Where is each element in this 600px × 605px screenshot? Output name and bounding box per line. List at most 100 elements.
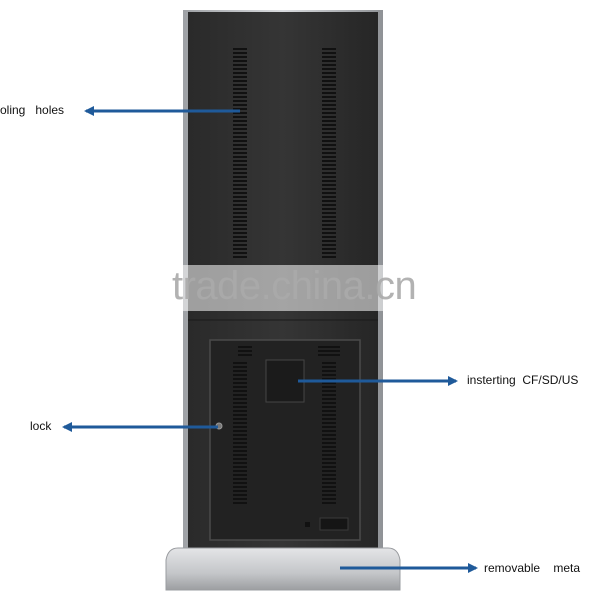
vent-slot [322,394,336,396]
vent-slot [233,486,247,488]
vent-slot [322,220,336,222]
vent-slot [322,56,336,58]
vent-slot [238,350,252,352]
vent-slot [233,474,247,476]
vent-slot [233,502,247,504]
cooling-vents-lower [233,346,340,504]
vent-slot [322,140,336,142]
vent-slot [322,196,336,198]
vent-slot [233,48,247,50]
vent-slot [233,390,247,392]
vent-slot [322,402,336,404]
vent-slot [322,438,336,440]
vent-slot [233,256,247,258]
vent-slot [233,414,247,416]
vent-slot [233,410,247,412]
vent-slot [322,482,336,484]
vent-slot [233,402,247,404]
vent-slot [233,386,247,388]
vent-slot [322,92,336,94]
vent-slot [233,132,247,134]
vent-slot [233,482,247,484]
vent-slot [233,184,247,186]
vent-slot [233,240,247,242]
vent-slot [233,120,247,122]
vent-slot [233,366,247,368]
vent-slot [322,458,336,460]
vent-slot [233,96,247,98]
access-door [209,339,361,541]
vent-slot [233,236,247,238]
vent-slot [233,204,247,206]
vent-slot [322,124,336,126]
vent-slot [322,382,336,384]
vent-slot [233,244,247,246]
vent-slot [322,386,336,388]
vent-slot [233,458,247,460]
vent-slot [233,374,247,376]
vent-slot [322,132,336,134]
vent-slot [233,382,247,384]
vent-slot [322,184,336,186]
vent-slot [322,252,336,254]
vent-slot [322,208,336,210]
vent-slot [233,164,247,166]
vent-slot [322,446,336,448]
vent-slot [322,502,336,504]
vent-slot [322,192,336,194]
vent-slot [233,60,247,62]
vent-slot [233,100,247,102]
vent-slot [322,236,336,238]
vent-slot [322,224,336,226]
vent-slot [233,430,247,432]
vent-slot [322,176,336,178]
vent-slot [233,176,247,178]
vent-slot [233,490,247,492]
vent-slot [322,48,336,50]
vent-slot [233,208,247,210]
vent-slot [233,192,247,194]
vent-slot [322,112,336,114]
base-plate [165,547,401,591]
label-inserting-cards: insterting CF/SD/US [467,373,579,387]
vent-slot [233,232,247,234]
vent-slot [233,88,247,90]
vent-slot [322,378,336,380]
vent-slot [233,398,247,400]
power-button [305,522,310,527]
vent-slot [322,136,336,138]
vent-slot [233,128,247,130]
vent-slot [233,252,247,254]
vent-slot [233,68,247,70]
label-lock: lock [30,419,52,433]
vent-slot [322,160,336,162]
vent-slot [322,466,336,468]
vent-slot [233,216,247,218]
vent-slot [233,136,247,138]
vent-slot [322,498,336,500]
vent-slot [233,478,247,480]
vent-slot [233,104,247,106]
vent-slot [233,188,247,190]
vent-slot [233,84,247,86]
vent-slot [233,494,247,496]
vent-slot [322,64,336,66]
vent-slot [322,366,336,368]
vent-slot [233,160,247,162]
vent-slot [233,168,247,170]
vent-slot [233,462,247,464]
vent-slot [233,116,247,118]
vent-slot [322,418,336,420]
vent-slot [322,390,336,392]
vent-slot [233,466,247,468]
vent-slot [322,454,336,456]
vent-slot [322,374,336,376]
vent-slot [322,148,336,150]
vent-slot [322,422,336,424]
vent-slot [233,498,247,500]
vent-slot [233,394,247,396]
vent-slot [322,474,336,476]
vent-slot [322,426,336,428]
vent-slot [233,450,247,452]
vent-slot [322,72,336,74]
